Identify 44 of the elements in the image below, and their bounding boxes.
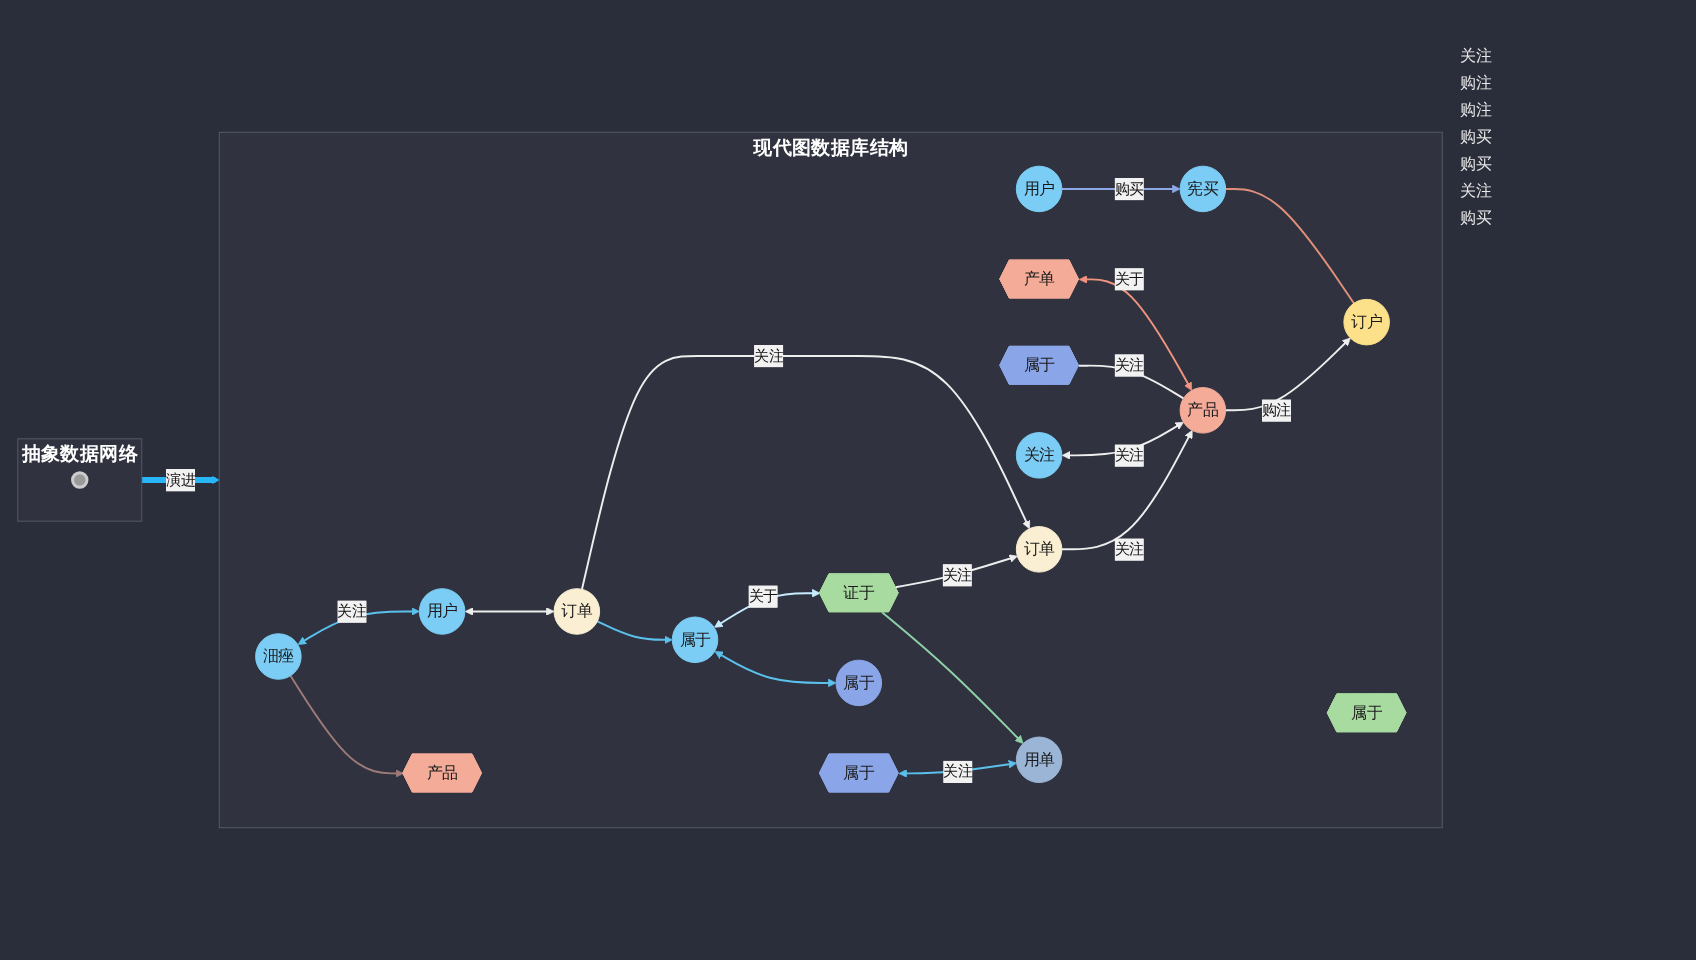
arrow xyxy=(289,674,404,778)
node-circle: 订户 xyxy=(1343,298,1390,346)
node-circle: 用单 xyxy=(1015,736,1063,784)
arrow xyxy=(581,354,1031,591)
node-circle: 属于 xyxy=(835,659,883,707)
note-text: 购注 xyxy=(1460,100,1493,121)
node-circle: 沺痤 xyxy=(255,633,302,680)
node-circle: 宪买 xyxy=(1179,165,1227,213)
edge-label: 演进 xyxy=(165,471,196,489)
edge-label: 关注 xyxy=(942,566,972,584)
note-text: 购注 xyxy=(1460,73,1493,94)
node-circle: 属于 xyxy=(671,616,719,664)
node-circle: 订单 xyxy=(1015,526,1063,573)
edge-label: 关注 xyxy=(1114,446,1144,464)
edge-label: 关注 xyxy=(754,346,784,365)
edge-label: 关注 xyxy=(337,602,367,620)
note-text: 关注 xyxy=(1460,181,1493,202)
note-text: 购买 xyxy=(1460,208,1493,229)
node-circle: 产品 xyxy=(1179,387,1227,434)
connector xyxy=(1224,187,1355,305)
arrow xyxy=(596,620,673,645)
node-circle: 订单 xyxy=(553,588,601,635)
edge-label: 关注 xyxy=(1114,540,1144,558)
note-text: 购买 xyxy=(1460,154,1493,175)
arrow xyxy=(1078,275,1193,391)
edge-label: 关注 xyxy=(943,762,973,781)
node-circle xyxy=(71,471,89,489)
edge-label: 关于 xyxy=(748,587,778,605)
note-text: 关注 xyxy=(1460,46,1493,67)
note-text: 购买 xyxy=(1460,127,1493,148)
arrow xyxy=(894,554,1018,589)
arrow xyxy=(1060,430,1193,551)
node-circle: 用户 xyxy=(1015,165,1063,213)
node-circle: 关注 xyxy=(1015,432,1063,479)
arrow xyxy=(714,651,837,688)
cluster: 抽象数据网络 xyxy=(17,438,143,522)
arrow xyxy=(464,607,555,616)
arrow xyxy=(881,611,1024,744)
arrow xyxy=(1224,337,1351,412)
edge-label: 购买 xyxy=(1114,179,1144,198)
edge-label: 关于 xyxy=(1114,270,1144,288)
edge-label: 购注 xyxy=(1261,401,1292,419)
edge-label: 关注 xyxy=(1114,356,1144,374)
node-circle: 用户 xyxy=(418,588,466,635)
